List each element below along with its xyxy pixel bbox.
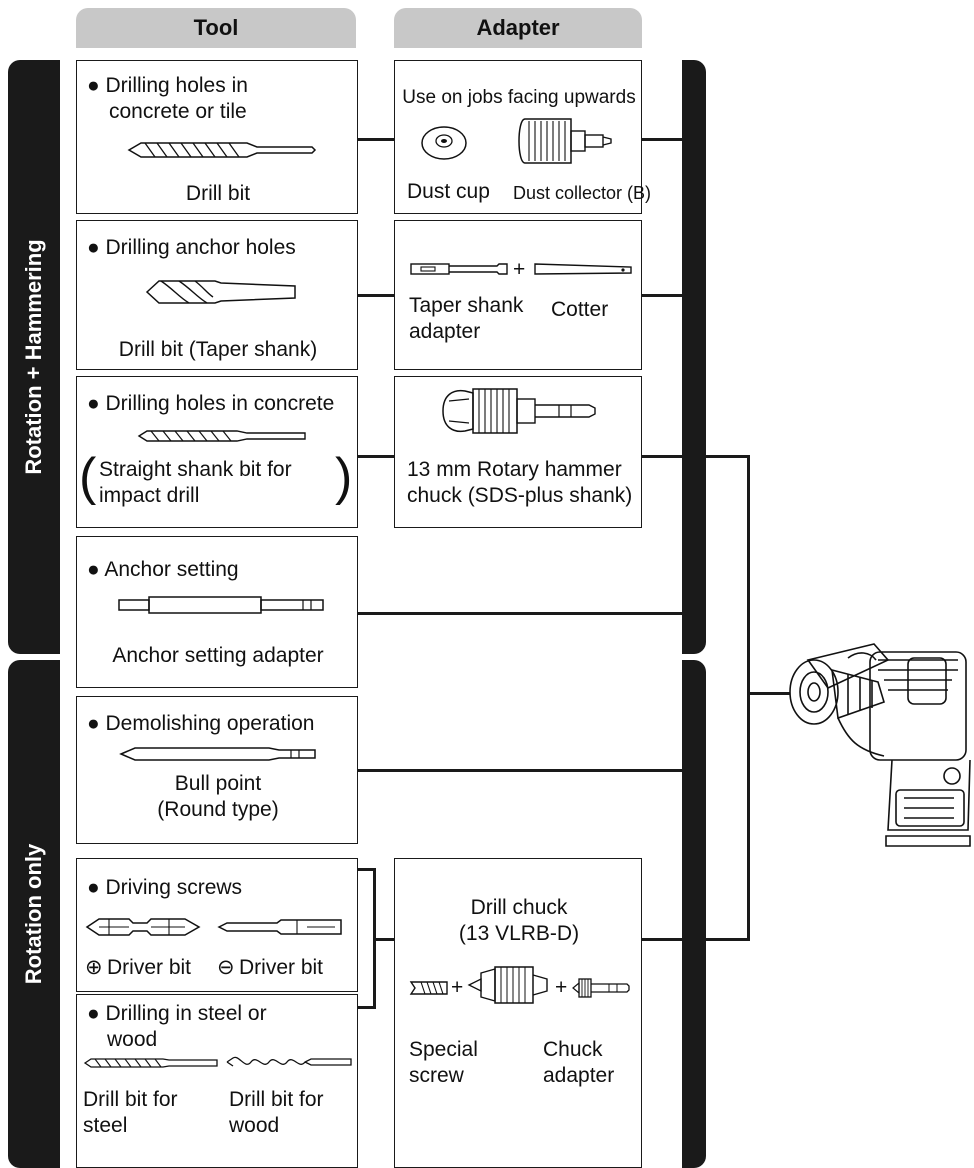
wood-bit-caption: wood [229, 1114, 280, 1137]
connector-line [358, 455, 394, 458]
dust-cup-icon [421, 126, 467, 160]
connector-line [747, 455, 750, 941]
connector-line [642, 938, 682, 941]
tool-box-anchor-setting: ● Anchor setting Anchor setting adapter [76, 536, 358, 688]
connector-line [642, 294, 682, 297]
tool-title-line: wood [107, 1028, 158, 1051]
rotary-hammer-drill-icon [789, 643, 971, 847]
tool-title: ● Drilling holes in concrete [87, 392, 335, 415]
slotted-driver-bit-icon [217, 919, 342, 935]
adapter-box-drill-chuck: Drill chuck (13 VLRB-D) + + Special scre… [394, 858, 642, 1168]
bull-point-icon [119, 747, 316, 761]
taper-shank-drill-bit-icon [145, 280, 296, 304]
cotter-label: Cotter [551, 298, 609, 321]
dust-collector-icon [518, 118, 612, 164]
phillips-driver-bit-icon [85, 918, 201, 936]
phillips-label: Driver bit [107, 956, 192, 979]
tool-title-line: concrete or tile [109, 100, 247, 123]
chuck-adapter-icon [572, 978, 630, 998]
chuck-adapter-label: Chuck [543, 1038, 603, 1061]
connector-line [750, 692, 790, 695]
tool-caption: Straight shank bit for [99, 458, 292, 481]
connector-line [706, 455, 750, 458]
special-screw-icon [409, 981, 448, 995]
rotary-hammer-chuck-label: chuck (SDS-plus shank) [407, 484, 633, 507]
drill-chuck-icon [467, 966, 548, 1004]
adapter-box-taper: + Taper shank adapter Cotter [394, 220, 642, 370]
connector-line [358, 769, 682, 772]
connector-line [642, 455, 682, 458]
steel-bit-caption: Drill bit for [83, 1088, 178, 1111]
rotation-only-label: Rotation only [21, 843, 46, 985]
rotary-hammer-chuck-icon [442, 388, 596, 434]
tool-caption: Bull point [174, 772, 262, 795]
dust-note: Use on jobs facing upwards [402, 87, 636, 108]
tool-column-header: Tool [76, 8, 356, 48]
adapter-column-header: Adapter [394, 8, 642, 48]
rotation-only-bar [682, 660, 706, 1168]
cotter-icon [534, 263, 632, 275]
rotation-hammering-label: Rotation + Hammering [21, 239, 46, 475]
tool-caption: Anchor setting adapter [112, 644, 324, 667]
drill-chuck-model: (13 VLRB-D) [458, 922, 580, 945]
tool-title: ● Drilling anchor holes [87, 236, 296, 259]
tool-box-anchor-holes: ● Drilling anchor holes Drill bit (Taper… [76, 220, 358, 370]
slotted-label: Driver bit [239, 956, 324, 979]
phillips-symbol: ⊕ [85, 956, 103, 979]
wood-drill-bit-icon [226, 1056, 352, 1067]
tool-caption: (Round type) [157, 798, 279, 821]
drill-chuck-plus: + [555, 976, 568, 999]
chuck-adapter-label: adapter [543, 1064, 615, 1087]
taper-shank-label: adapter [409, 320, 481, 343]
rotary-hammer-chuck-label: 13 mm Rotary hammer [407, 458, 622, 481]
tool-title-line: ● Drilling holes in [87, 74, 248, 97]
paren-open: ( [79, 448, 97, 506]
taper-plus: + [513, 258, 526, 281]
tool-caption: Drill bit [185, 182, 251, 205]
connector-line [358, 1006, 376, 1009]
taper-shank-label: Taper shank [409, 294, 524, 317]
paren-close: ) [335, 448, 353, 506]
tool-box-demolishing: ● Demolishing operation Bull point (Roun… [76, 696, 358, 844]
adapter-box-dust: Use on jobs facing upwards Dust cup Dust… [394, 60, 651, 214]
tool-box-driving-screws: ● Driving screws ⊕ Driver bit ⊖ Driver b… [76, 858, 358, 992]
dust-collector-label: Dust collector (B) [513, 183, 652, 203]
tool-box-concrete: ● Drilling holes in concrete ( Straight … [76, 376, 358, 528]
drill-chuck-title: Drill chuck [470, 896, 568, 919]
tool-title: ● Driving screws [87, 876, 243, 899]
connector-line [642, 138, 682, 141]
tool-box-concrete-tile: ● Drilling holes in concrete or tile Dri… [76, 60, 358, 214]
tool-title: ● Anchor setting [87, 558, 239, 581]
tool-title-line: ● Drilling in steel or [87, 1002, 267, 1025]
connector-line [358, 868, 376, 871]
anchor-setting-adapter-icon [118, 596, 324, 614]
slotted-symbol: ⊖ [217, 956, 235, 979]
rotation-hammering-group: Rotation + Hammering [8, 60, 60, 654]
connector-line [706, 938, 750, 941]
rotation-hammering-bar [682, 60, 706, 654]
dust-cup-label: Dust cup [407, 180, 490, 203]
adapter-box-rotary: 13 mm Rotary hammer chuck (SDS-plus shan… [394, 376, 642, 528]
taper-shank-adapter-icon [410, 263, 508, 275]
tool-title: ● Demolishing operation [87, 712, 315, 735]
tool-caption: impact drill [99, 484, 200, 507]
wood-bit-caption: Drill bit for [229, 1088, 324, 1111]
tool-caption: Drill bit (Taper shank) [118, 338, 318, 361]
connector-line [373, 868, 376, 1009]
connector-line [358, 294, 394, 297]
connector-line [358, 612, 682, 615]
connector-line [358, 138, 394, 141]
steel-bit-caption: steel [83, 1114, 128, 1137]
drill-bit-icon [127, 142, 317, 158]
special-screw-label: screw [409, 1064, 464, 1087]
rotation-only-group: Rotation only [8, 660, 60, 1168]
tool-box-steel-wood: ● Drilling in steel or wood Drill bit fo… [76, 994, 358, 1168]
connector-line [376, 938, 394, 941]
special-screw-label: Special [409, 1038, 478, 1061]
straight-shank-bit-icon [137, 430, 306, 442]
steel-drill-bit-icon [83, 1058, 218, 1068]
drill-chuck-plus: + [451, 976, 464, 999]
